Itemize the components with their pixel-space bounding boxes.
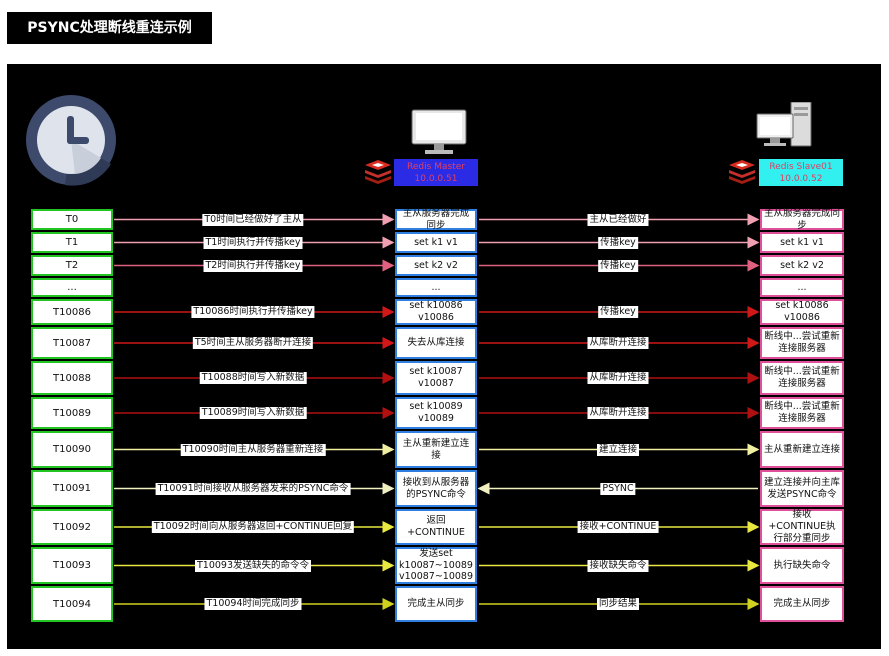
time-cell: T10089 <box>31 397 113 429</box>
right-edge-label: 接收缺失命令 <box>587 559 649 572</box>
slave-action-cell: 主从重新建立连接 <box>760 431 844 468</box>
master-action-cell: 失去从库连接 <box>395 327 477 359</box>
right-edge-label: 接收+CONTINUE <box>577 521 659 533</box>
time-cell: T2 <box>31 255 113 276</box>
left-edge-label: T10094时间完成同步 <box>204 598 302 610</box>
right-edge-label: 从库断开连接 <box>587 372 649 384</box>
slave-server-label: Redis Slave01 10.0.0.52 <box>759 159 843 186</box>
right-edge-label: 建立连接 <box>596 443 640 456</box>
master-action-cell: set k10086 v10086 <box>395 299 477 325</box>
right-edge-label: 从库断开连接 <box>587 407 649 419</box>
slave-action-cell: 接收+CONTINUE执行部分重同步 <box>760 509 844 545</box>
master-server-label: Redis Master 10.0.0.51 <box>394 159 478 186</box>
slave-action-cell: 主从服务器完成同步 <box>760 208 844 231</box>
time-cell: ... <box>31 278 113 297</box>
slave-action-cell: 断线中...尝试重新连接服务器 <box>760 397 844 429</box>
master-action-cell: 接收到从服务器的PSYNC命令 <box>395 470 477 507</box>
master-action-cell: ... <box>395 278 477 297</box>
slave-ip: 10.0.0.52 <box>779 174 823 184</box>
workstation-computer-icon <box>755 101 815 148</box>
master-name: Redis Master <box>407 162 465 172</box>
clock-icon <box>25 94 117 186</box>
time-cell: T10092 <box>31 509 113 545</box>
left-edge-label: T10086时间执行并传播key <box>191 306 315 318</box>
master-action-cell: 返回 +CONTINUE <box>395 509 477 545</box>
right-edge-label: 传播key <box>598 259 638 272</box>
slave-action-cell: set k2 v2 <box>760 255 844 276</box>
left-edge-label: T0时间已经做好了主从 <box>202 213 304 226</box>
master-action-cell: set k1 v1 <box>395 232 477 253</box>
master-action-cell: 主从重新建立连接 <box>395 431 477 468</box>
slave-action-cell: 断线中...尝试重新连接服务器 <box>760 327 844 359</box>
slave-action-cell: 执行缺失命令 <box>760 547 844 584</box>
slave-action-cell: 断线中...尝试重新连接服务器 <box>760 361 844 395</box>
time-cell: T10086 <box>31 299 113 325</box>
time-cell: T10088 <box>31 361 113 395</box>
slave-action-cell: 建立连接并向主库发送PSYNC命令 <box>760 470 844 507</box>
time-cell: T10094 <box>31 586 113 622</box>
left-edge-label: T10092时间向从服务器返回+CONTINUE回复 <box>151 521 355 533</box>
master-action-cell: 完成主从同步 <box>395 586 477 622</box>
left-edge-label: T10090时间主从服务器重新连接 <box>180 443 326 456</box>
right-edge-label: PSYNC <box>600 482 636 495</box>
left-edge-label: T10088时间写入新数据 <box>199 372 307 384</box>
slave-name: Redis Slave01 <box>769 162 833 172</box>
left-edge-label: T10089时间写入新数据 <box>199 407 307 419</box>
time-cell: T10093 <box>31 547 113 584</box>
redis-logo-icon <box>727 160 757 184</box>
slave-action-cell: ... <box>760 278 844 297</box>
left-edge-label: T1时间执行并传播key <box>203 236 303 249</box>
left-edge-label: T2时间执行并传播key <box>203 259 303 272</box>
master-action-cell: set k2 v2 <box>395 255 477 276</box>
master-action-cell: 发送set k10087~10089 v10087~10089 <box>395 547 477 584</box>
master-action-cell: set k10089 v10089 <box>395 397 477 429</box>
right-edge-label: 主从已经做好 <box>587 213 649 226</box>
time-cell: T10091 <box>31 470 113 507</box>
right-edge-label: 同步结果 <box>596 598 640 610</box>
time-cell: T10087 <box>31 327 113 359</box>
page-title: PSYNC处理断线重连示例 <box>7 12 212 44</box>
redis-logo-icon <box>363 160 393 184</box>
right-edge-label: 从库断开连接 <box>587 337 649 349</box>
time-cell: T1 <box>31 232 113 253</box>
slave-action-cell: 完成主从同步 <box>760 586 844 622</box>
left-edge-label: T5时间主从服务器断开连接 <box>192 337 314 349</box>
slave-action-cell: set k10086 v10086 <box>760 299 844 325</box>
diagram-canvas: Redis Master 10.0.0.51 Redis Slave01 10.… <box>7 64 881 649</box>
master-action-cell: 主从服务器完成同步 <box>395 208 477 231</box>
master-action-cell: set k10087 v10087 <box>395 361 477 395</box>
time-cell: T10090 <box>31 431 113 468</box>
master-ip: 10.0.0.51 <box>414 174 458 184</box>
time-cell: T0 <box>31 209 113 230</box>
left-edge-label: T10091时间接收从服务器发来的PSYNC命令 <box>155 482 351 495</box>
slave-action-cell: set k1 v1 <box>760 232 844 253</box>
right-edge-label: 传播key <box>598 236 638 249</box>
desktop-computer-icon <box>411 109 467 155</box>
left-edge-label: T10093发送缺失的命令令 <box>194 559 312 572</box>
right-edge-label: 传播key <box>598 306 638 318</box>
